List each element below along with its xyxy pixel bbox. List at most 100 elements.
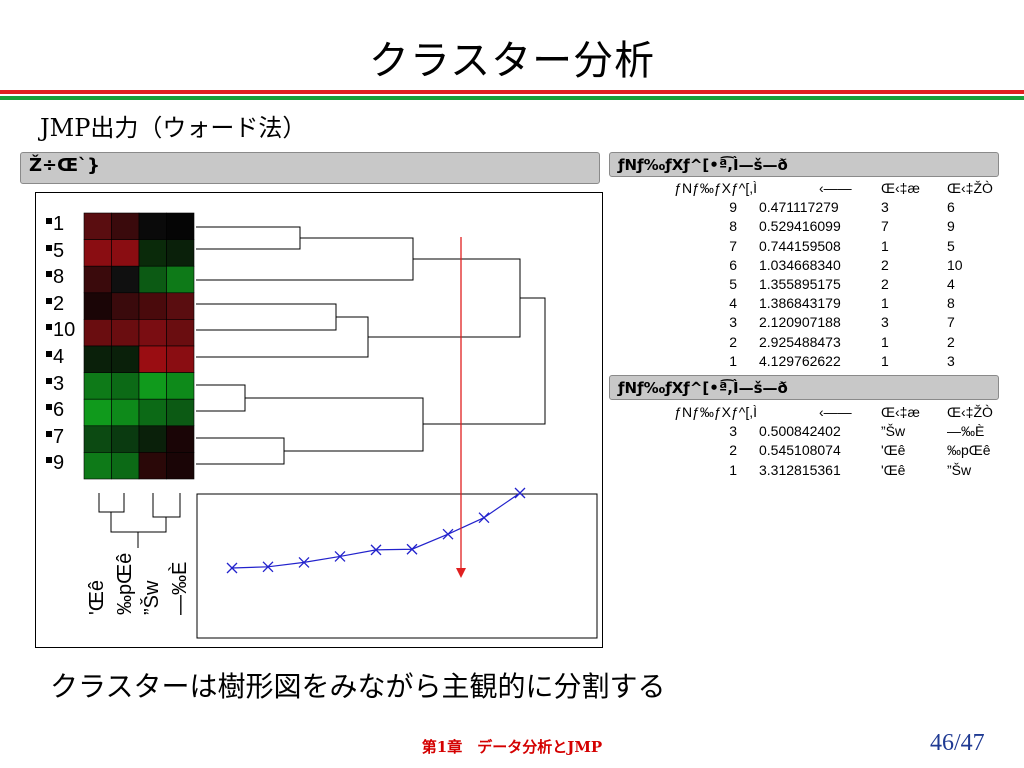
heatmap-cell <box>166 239 195 267</box>
heatmap-cell <box>111 239 140 267</box>
tree-link <box>196 437 285 465</box>
table-cell: 3 <box>881 199 889 216</box>
tree-link <box>423 297 546 425</box>
bottom-caption: クラスターは樹形図をみながら主観的に分割する <box>50 670 666 703</box>
heatmap-cell <box>166 372 195 400</box>
cut-arrowhead <box>456 568 466 578</box>
slide-subtitle: JMP出力（ウォード法） <box>40 114 307 142</box>
table-cell: 'Œê <box>881 442 906 459</box>
leaf-marker <box>46 457 52 464</box>
column-header: ƒNƒ‰ƒXƒ^[,Ì <box>674 180 757 196</box>
table-cell: 7 <box>947 314 955 331</box>
heatmap-cell <box>166 212 195 240</box>
column-header: ‹—— <box>819 404 852 420</box>
tree-link <box>196 226 301 250</box>
leaf-label-text: 2 <box>53 292 65 315</box>
table-cell: 2 <box>881 276 889 292</box>
dendrogram-header[interactable]: Ž÷Œ`} <box>20 152 600 184</box>
heatmap-cell <box>111 265 140 294</box>
leaf-marker <box>46 430 52 437</box>
column-label: ”Šw <box>141 580 163 615</box>
heatmap-cell <box>166 265 195 294</box>
table-cell: 3 <box>729 423 737 440</box>
heatmap-cell <box>166 292 195 320</box>
leaf-label-1: 1 <box>46 213 64 236</box>
tree-link <box>196 384 246 412</box>
table-cell: 2.120907188 <box>759 314 841 331</box>
heatmap-cell <box>111 319 140 347</box>
table-cell: ‰pŒê <box>947 442 991 459</box>
heatmap-cell <box>111 398 140 427</box>
table-cell: 3.312815361 <box>759 461 841 478</box>
heatmap-cell <box>111 212 140 240</box>
heatmap <box>83 212 195 480</box>
column-header: Œ‹‡æ <box>881 180 920 196</box>
tree-link <box>368 258 521 338</box>
leaf-marker <box>46 324 52 331</box>
col-tree-link <box>152 493 181 518</box>
tree-link <box>196 237 414 281</box>
heatmap-cell <box>83 239 112 267</box>
heatmap-cell <box>166 425 195 453</box>
history-header-label: ƒNƒ‰ƒXƒ^[•ª͡,Ì—š—ð <box>618 156 788 174</box>
table-cell: 8 <box>729 218 737 235</box>
scree-line <box>231 492 521 569</box>
leaf-marker <box>46 244 52 251</box>
title-divider-green <box>0 96 1024 100</box>
table-cell: 1.034668340 <box>759 256 841 273</box>
leaf-marker <box>46 297 52 304</box>
heatmap-cell <box>166 345 195 373</box>
leaf-label-text: 4 <box>53 346 65 368</box>
heatmap-cell <box>83 345 112 373</box>
heatmap-cell <box>83 452 112 480</box>
col-tree-link <box>98 493 125 513</box>
column-tree <box>98 493 181 548</box>
table-cell: 1 <box>881 352 889 369</box>
column-history-header-label: ƒNƒ‰ƒXƒ^[•ª͡,Ì—š—ð <box>618 379 788 397</box>
table-cell: 5 <box>729 276 737 292</box>
heatmap-cell <box>138 292 167 320</box>
table-cell: 7 <box>729 237 737 254</box>
heatmap-cell <box>83 292 112 320</box>
scree-point <box>298 556 310 568</box>
tree-link <box>245 397 424 452</box>
leaf-label-text: 9 <box>53 452 65 475</box>
leaf-label-text: 7 <box>53 425 65 448</box>
scree-point <box>262 561 274 573</box>
heatmap-cell <box>166 319 195 347</box>
leaf-label-8: 8 <box>46 266 64 289</box>
heatmap-cell <box>138 425 167 453</box>
heatmap-cell <box>83 212 112 240</box>
leaf-marker <box>46 404 52 411</box>
table-cell: 6 <box>947 199 955 216</box>
leaf-label-3: 3 <box>46 373 64 396</box>
heatmap-cell <box>83 265 112 294</box>
table-cell: 4.129762622 <box>759 352 841 369</box>
leaf-label-6: 6 <box>46 399 64 422</box>
tree-link <box>196 303 337 331</box>
table-cell: 0.500842402 <box>759 423 841 440</box>
table-cell: 2 <box>729 333 737 350</box>
heatmap-cell <box>138 345 167 373</box>
table-cell: 3 <box>881 314 889 331</box>
heatmap-cell <box>111 425 140 453</box>
table-cell: 5 <box>947 237 955 254</box>
heatmap-cell <box>111 452 140 480</box>
col-tree-link <box>110 512 167 533</box>
table-cell: 2.925488473 <box>759 333 841 350</box>
leaf-marker <box>46 351 52 357</box>
table-cell: 1 <box>729 352 737 369</box>
column-history-header[interactable]: ƒNƒ‰ƒXƒ^[•ª͡,Ì—š—ð <box>609 375 999 400</box>
heatmap-cell <box>83 372 112 400</box>
scree-plot-frame <box>196 493 598 639</box>
leaf-marker <box>46 271 52 278</box>
leaf-label-9: 9 <box>46 452 64 475</box>
leaf-marker <box>46 218 52 224</box>
slide-title: クラスター分析 <box>368 38 656 84</box>
history-header[interactable]: ƒNƒ‰ƒXƒ^[•ª͡,Ì—š—ð <box>609 152 999 177</box>
table-cell: 3 <box>947 352 955 369</box>
heatmap-cell <box>166 452 195 480</box>
